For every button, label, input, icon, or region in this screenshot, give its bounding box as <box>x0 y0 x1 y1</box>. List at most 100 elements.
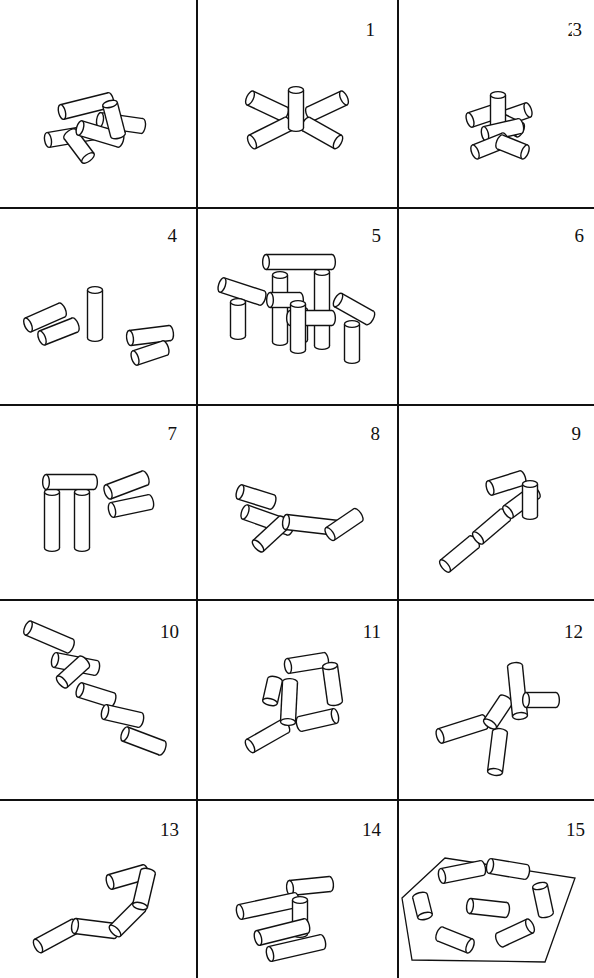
cylinder-cap <box>88 287 103 294</box>
cylinder-cap <box>437 868 447 884</box>
cylinder-side <box>133 341 163 351</box>
cylinder-body <box>523 484 538 516</box>
cylinder-body <box>508 665 528 716</box>
cylinder-side <box>102 290 103 338</box>
cylinder-side <box>289 667 326 673</box>
cylinder-side <box>302 131 334 149</box>
cylinder-body <box>45 492 60 548</box>
cylinder-cap <box>523 481 538 488</box>
cylinder-side <box>437 941 467 953</box>
cylinder-side <box>488 471 520 481</box>
cylinder-side <box>266 269 332 270</box>
cylinder <box>507 662 528 720</box>
panel-number: 14 <box>361 820 382 839</box>
cylinder-side <box>74 933 114 938</box>
cylinder-cap <box>250 538 265 554</box>
cylinder-side <box>334 521 362 540</box>
cylinder-cap <box>491 92 506 99</box>
cylinder <box>235 484 278 510</box>
cylinder-side <box>287 275 288 342</box>
cylinder-cap <box>126 330 135 346</box>
cylinder <box>295 708 340 732</box>
cylinder-cap <box>244 90 256 106</box>
cylinder <box>262 675 283 707</box>
cylinder-cap <box>43 475 50 490</box>
cylinder <box>323 507 365 542</box>
cylinder <box>119 726 168 756</box>
cylinder-side <box>256 919 304 931</box>
cylinder-cap <box>239 504 250 520</box>
cylinder-side <box>290 304 291 350</box>
cylinder-side <box>272 275 273 342</box>
cylinder <box>102 99 126 140</box>
cylinder-body <box>266 255 332 270</box>
cylinder-side <box>128 727 165 741</box>
cylinder-side <box>25 635 67 653</box>
cylinder-body <box>491 95 506 125</box>
cylinder-side <box>247 105 281 121</box>
cylinder-side <box>288 90 289 128</box>
cylinder-side <box>537 484 538 516</box>
cylinder <box>291 301 306 354</box>
cylinder-side <box>281 682 283 722</box>
cylinder-cap <box>31 938 44 954</box>
cylinder-side <box>42 933 79 953</box>
panel-number: 13 <box>159 820 180 839</box>
cylinder-side <box>103 719 138 727</box>
cylinder <box>246 116 295 150</box>
cylinder-cap <box>291 301 306 308</box>
cylinder <box>36 317 81 346</box>
cylinder-cap <box>75 682 86 698</box>
cylinder-side <box>253 516 279 540</box>
cylinder-side <box>427 894 432 914</box>
cylinder-side <box>46 489 94 490</box>
cylinder-side <box>46 474 94 475</box>
panel-number: 4 <box>167 226 179 245</box>
cylinder-side <box>310 117 342 135</box>
cylinder <box>412 891 433 921</box>
cylinder-side <box>114 509 152 517</box>
cylinder-cap <box>267 293 274 308</box>
cylinder-side <box>249 117 285 135</box>
cylinder-body <box>289 90 304 128</box>
cylinder <box>107 898 147 938</box>
cylinder-cap <box>338 90 350 106</box>
cylinder-body <box>88 290 103 338</box>
cylinder-side <box>359 324 360 360</box>
cylinder-side <box>492 485 524 495</box>
cylinder-side <box>337 665 342 701</box>
panel-number: 5 <box>371 226 383 245</box>
cylinder-side <box>491 859 527 865</box>
cylinder-side <box>117 102 125 133</box>
cylinder-cap <box>289 87 304 94</box>
cylinder-cap <box>512 712 528 720</box>
cylinder-side <box>270 292 300 293</box>
cylinder-side <box>272 949 324 961</box>
cylinder-cap <box>71 918 80 934</box>
cylinder-side <box>471 899 507 903</box>
cylinder-body <box>315 272 330 346</box>
cylinder-body <box>281 682 298 723</box>
cylinder-side <box>484 696 500 720</box>
cylinder-side <box>133 870 141 904</box>
cylinder-cap <box>50 652 59 668</box>
cylinder-side <box>268 935 320 947</box>
cylinder <box>132 867 156 911</box>
grid-line <box>0 599 594 601</box>
cylinder-side <box>313 105 347 121</box>
cylinder-body <box>46 475 94 490</box>
cylinder-side <box>289 877 329 881</box>
cylinder-cap <box>22 620 34 636</box>
cylinder <box>231 299 246 340</box>
cylinder-side <box>110 495 148 503</box>
panel-number: 10 <box>159 622 180 641</box>
cylinder-side <box>105 471 142 485</box>
cylinder-side <box>505 95 506 125</box>
cylinder-cap <box>216 277 227 293</box>
cylinder-side <box>242 485 274 495</box>
cylinder-cap <box>345 321 360 328</box>
cylinder-cap <box>519 144 531 160</box>
cylinder-side <box>220 292 260 305</box>
cylinder-side <box>108 865 143 875</box>
cylinder-side <box>44 492 45 548</box>
